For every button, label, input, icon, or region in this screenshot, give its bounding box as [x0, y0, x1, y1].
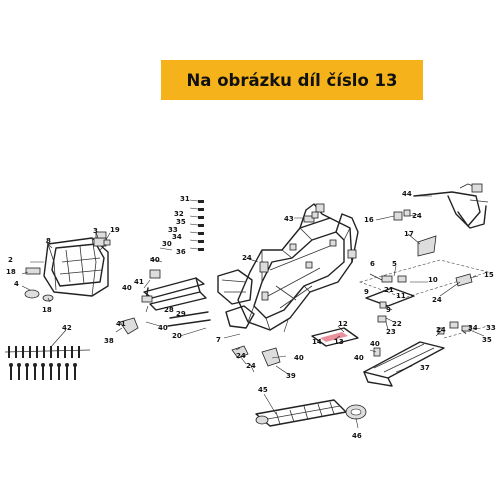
callout-16: 16	[364, 216, 374, 224]
callout-labels: 2 8 18 4 18 3 19 42 31 32 35 33 34 30 36…	[6, 190, 496, 440]
left-subframe-assembly	[24, 237, 109, 302]
callout-24a: 24	[242, 254, 252, 262]
callout-39: 37	[420, 364, 430, 372]
callout-46: 46	[352, 432, 362, 440]
callout-37: 39	[286, 372, 296, 380]
right-panels	[359, 235, 490, 323]
callout-41b: 41	[116, 320, 126, 328]
callout-40b: 40	[158, 324, 168, 332]
wiring-harness-44	[413, 183, 489, 229]
callout-40d: 40	[354, 354, 364, 362]
callout-18b: 18	[42, 306, 52, 314]
banner-text: Na obrázku díl číslo 13	[186, 70, 398, 90]
callout-7: 7	[216, 336, 221, 344]
callout-22: 22	[392, 320, 402, 328]
callout-3: 3	[93, 227, 98, 235]
callout-5: 5	[392, 260, 397, 268]
callout-2: 2	[8, 256, 13, 264]
bracket-part	[25, 267, 41, 275]
callout-13: 13	[334, 338, 344, 346]
callout-34: 34	[468, 324, 478, 332]
callout-4: 4	[14, 280, 19, 288]
callout-42: 42	[62, 324, 72, 332]
callout-15: 15	[484, 271, 494, 279]
callout-10: 10	[428, 276, 438, 284]
parts-34-35	[443, 321, 489, 339]
callout-40a: 40	[150, 256, 160, 264]
callout-11: 11	[396, 292, 406, 300]
callout-38: 40	[122, 284, 132, 292]
callout-12: 12	[338, 320, 348, 328]
bolt-column-28-33	[198, 200, 204, 251]
small-brackets-36-37	[119, 317, 281, 367]
callout-41c: 40	[370, 340, 380, 348]
bracket-3-19	[95, 231, 111, 246]
bushing-part	[24, 289, 40, 299]
callout-43: 43	[284, 215, 294, 223]
bolt-set-42	[4, 346, 91, 380]
callout-32: 35	[176, 218, 186, 226]
side-brackets	[141, 269, 211, 327]
part-43	[303, 211, 319, 223]
callout-30: 33	[168, 226, 178, 234]
callout-8: 8	[46, 237, 51, 245]
air-duct-45	[255, 399, 367, 427]
callout-20: 20	[172, 332, 182, 340]
side-rail-39	[363, 327, 445, 387]
callout-24d: 24	[236, 352, 246, 360]
main-frame	[217, 203, 359, 331]
callout-33b: 33	[486, 324, 496, 332]
callout-17: 17	[404, 230, 414, 238]
highlighted-part-13	[311, 327, 359, 347]
callout-26: 29	[176, 310, 186, 318]
callout-28: 31	[180, 195, 190, 203]
upper-right-parts	[393, 209, 411, 221]
callout-24b: 24	[412, 212, 422, 220]
callout-35: 35	[482, 336, 492, 344]
part-number-banner: Na obrázku díl číslo 13	[161, 60, 423, 100]
callout-24f: 24	[436, 326, 446, 334]
callout-21: 21	[384, 286, 394, 294]
callout-6: 6	[370, 260, 375, 268]
callout-14: 14	[312, 338, 322, 346]
callout-24c: 24	[432, 296, 442, 304]
callout-25: 28	[164, 306, 174, 314]
callout-36: 38	[104, 337, 114, 345]
callout-33: 36	[176, 248, 186, 256]
callout-9b: 9	[386, 306, 391, 314]
callout-45: 45	[258, 386, 268, 394]
callout-41a: 41	[134, 278, 144, 286]
callout-27: 30	[162, 240, 172, 248]
callout-19: 19	[110, 226, 120, 234]
callout-44: 44	[402, 190, 412, 198]
leader-lines	[21, 195, 485, 429]
callout-9a: 9	[364, 288, 369, 296]
callout-24e: 24	[246, 362, 256, 370]
callout-29: 32	[174, 210, 184, 218]
callout-40c: 40	[294, 354, 304, 362]
callout-23: 23	[386, 328, 396, 336]
callout-31: 34	[172, 233, 182, 241]
callout-18: 18	[6, 268, 16, 276]
